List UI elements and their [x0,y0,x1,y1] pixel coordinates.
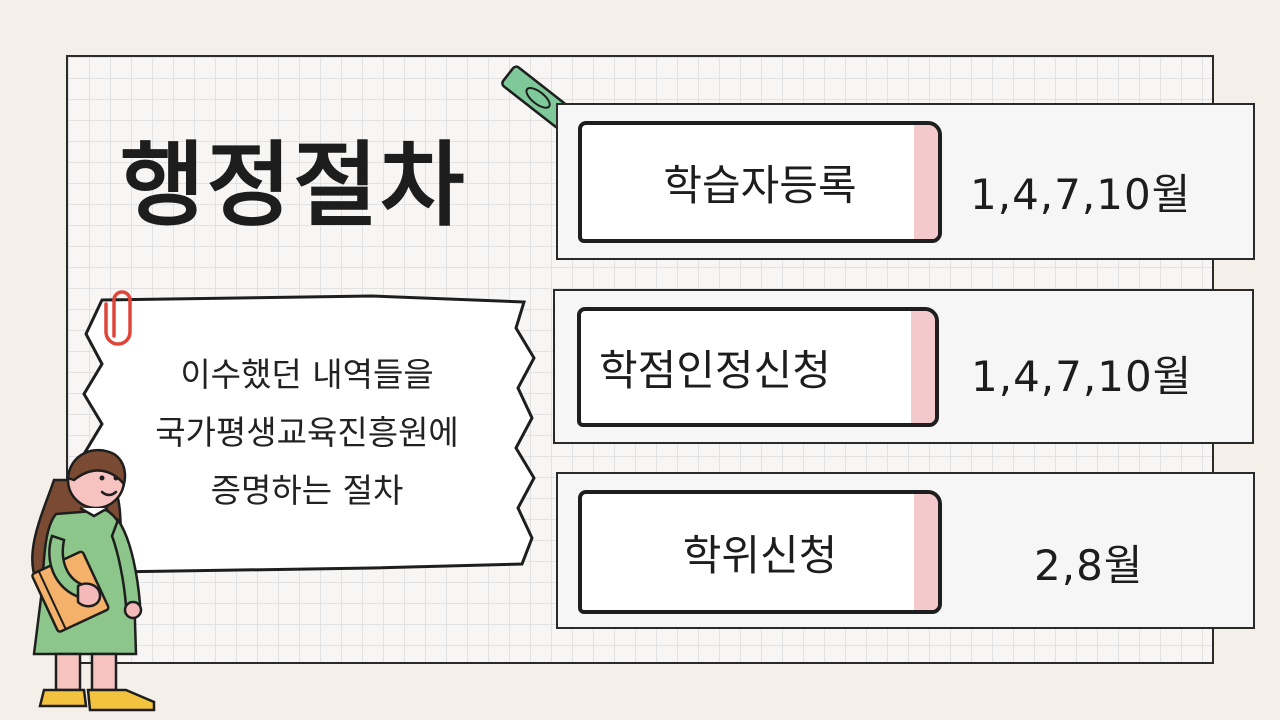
note-line-3: 증명하는 절차 [210,471,404,510]
note-line-1: 이수했던 내역들을 [180,355,434,394]
paperclip-icon [104,290,132,346]
step-months-3: 2,8월 [1034,541,1144,590]
step-label-3: 학위신청 [682,530,838,580]
step-row-3: 학위신청 2,8월 [556,472,1255,629]
step-label-box-3: 학위신청 [578,490,942,614]
step-row-2: 학점인정신청 1,4,7,10월 [553,289,1254,444]
pink-accent [914,494,938,610]
step-label-box-2: 학점인정신청 [577,307,939,427]
torn-paper-shape [82,294,536,574]
page-title: 행정절차 [120,132,467,239]
note-text: 이수했던 내역들을 국가평생교육진흥원에 증명하는 절차 [102,346,512,520]
pink-accent [914,125,938,239]
step-label-1: 학습자등록 [663,160,857,210]
pink-accent [911,311,935,423]
girl-illustration [31,448,156,712]
step-months-1: 1,4,7,10월 [970,170,1192,219]
step-label-box-1: 학습자등록 [578,121,942,243]
step-months-2: 1,4,7,10월 [971,352,1193,401]
step-row-1: 학습자등록 1,4,7,10월 [556,103,1255,260]
note-paper: 이수했던 내역들을 국가평생교육진흥원에 증명하는 절차 [72,288,542,578]
step-label-2: 학점인정신청 [599,345,831,395]
note-line-2: 국가평생교육진흥원에 [155,413,459,452]
